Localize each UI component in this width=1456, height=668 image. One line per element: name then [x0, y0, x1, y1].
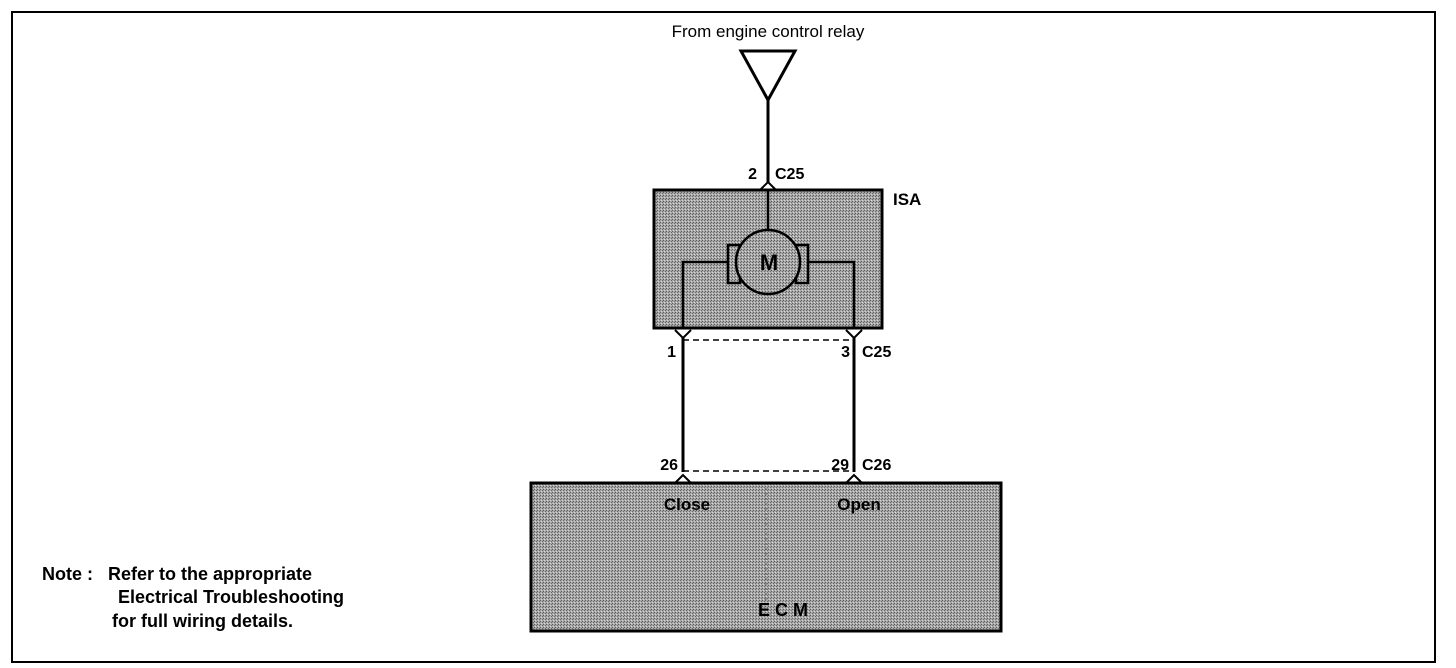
ecm-pin-26-connector-icon: [674, 473, 692, 484]
note-prefix: Note :: [42, 564, 93, 584]
note-line-3: for full wiring details.: [112, 611, 293, 631]
isa-pin-top-number: 2: [748, 166, 757, 183]
power-source-triangle-icon: [738, 49, 798, 104]
ecm-label: E C M: [758, 600, 808, 620]
isa-pin-2-connector-icon: [759, 180, 777, 191]
ecm-terminal-open-label: Open: [837, 495, 880, 514]
diagram-frame: [11, 11, 1436, 663]
isa-pin-left-number: 1: [667, 344, 676, 361]
ecm-component-box: [529, 481, 1003, 633]
ecm-pin-29-connector-icon: [845, 473, 863, 484]
motor-label: M: [760, 250, 778, 275]
isa-pin-3-connector-icon: [845, 329, 863, 340]
isa-connector-top-label: C25: [775, 166, 804, 183]
isa-pin-right-number: 3: [841, 344, 850, 361]
note-line-1: Refer to the appropriate: [108, 564, 312, 584]
ecm-connector-label: C26: [862, 457, 891, 474]
isa-connector-bottom-label: C25: [862, 344, 891, 361]
isa-internal-wire-left: [681, 260, 728, 328]
ecm-terminal-close-label: Close: [664, 495, 710, 514]
isa-pin-1-connector-icon: [674, 329, 692, 340]
ecm-pin-left-number: 26: [660, 457, 678, 474]
ecm-pin-right-number: 29: [831, 457, 849, 474]
note-line-2: Electrical Troubleshooting: [118, 587, 344, 607]
isa-internal-wire-right: [808, 260, 856, 328]
source-label: From engine control relay: [672, 22, 865, 41]
isa-motor-icon: [726, 228, 810, 296]
isa-label: ISA: [893, 190, 921, 209]
